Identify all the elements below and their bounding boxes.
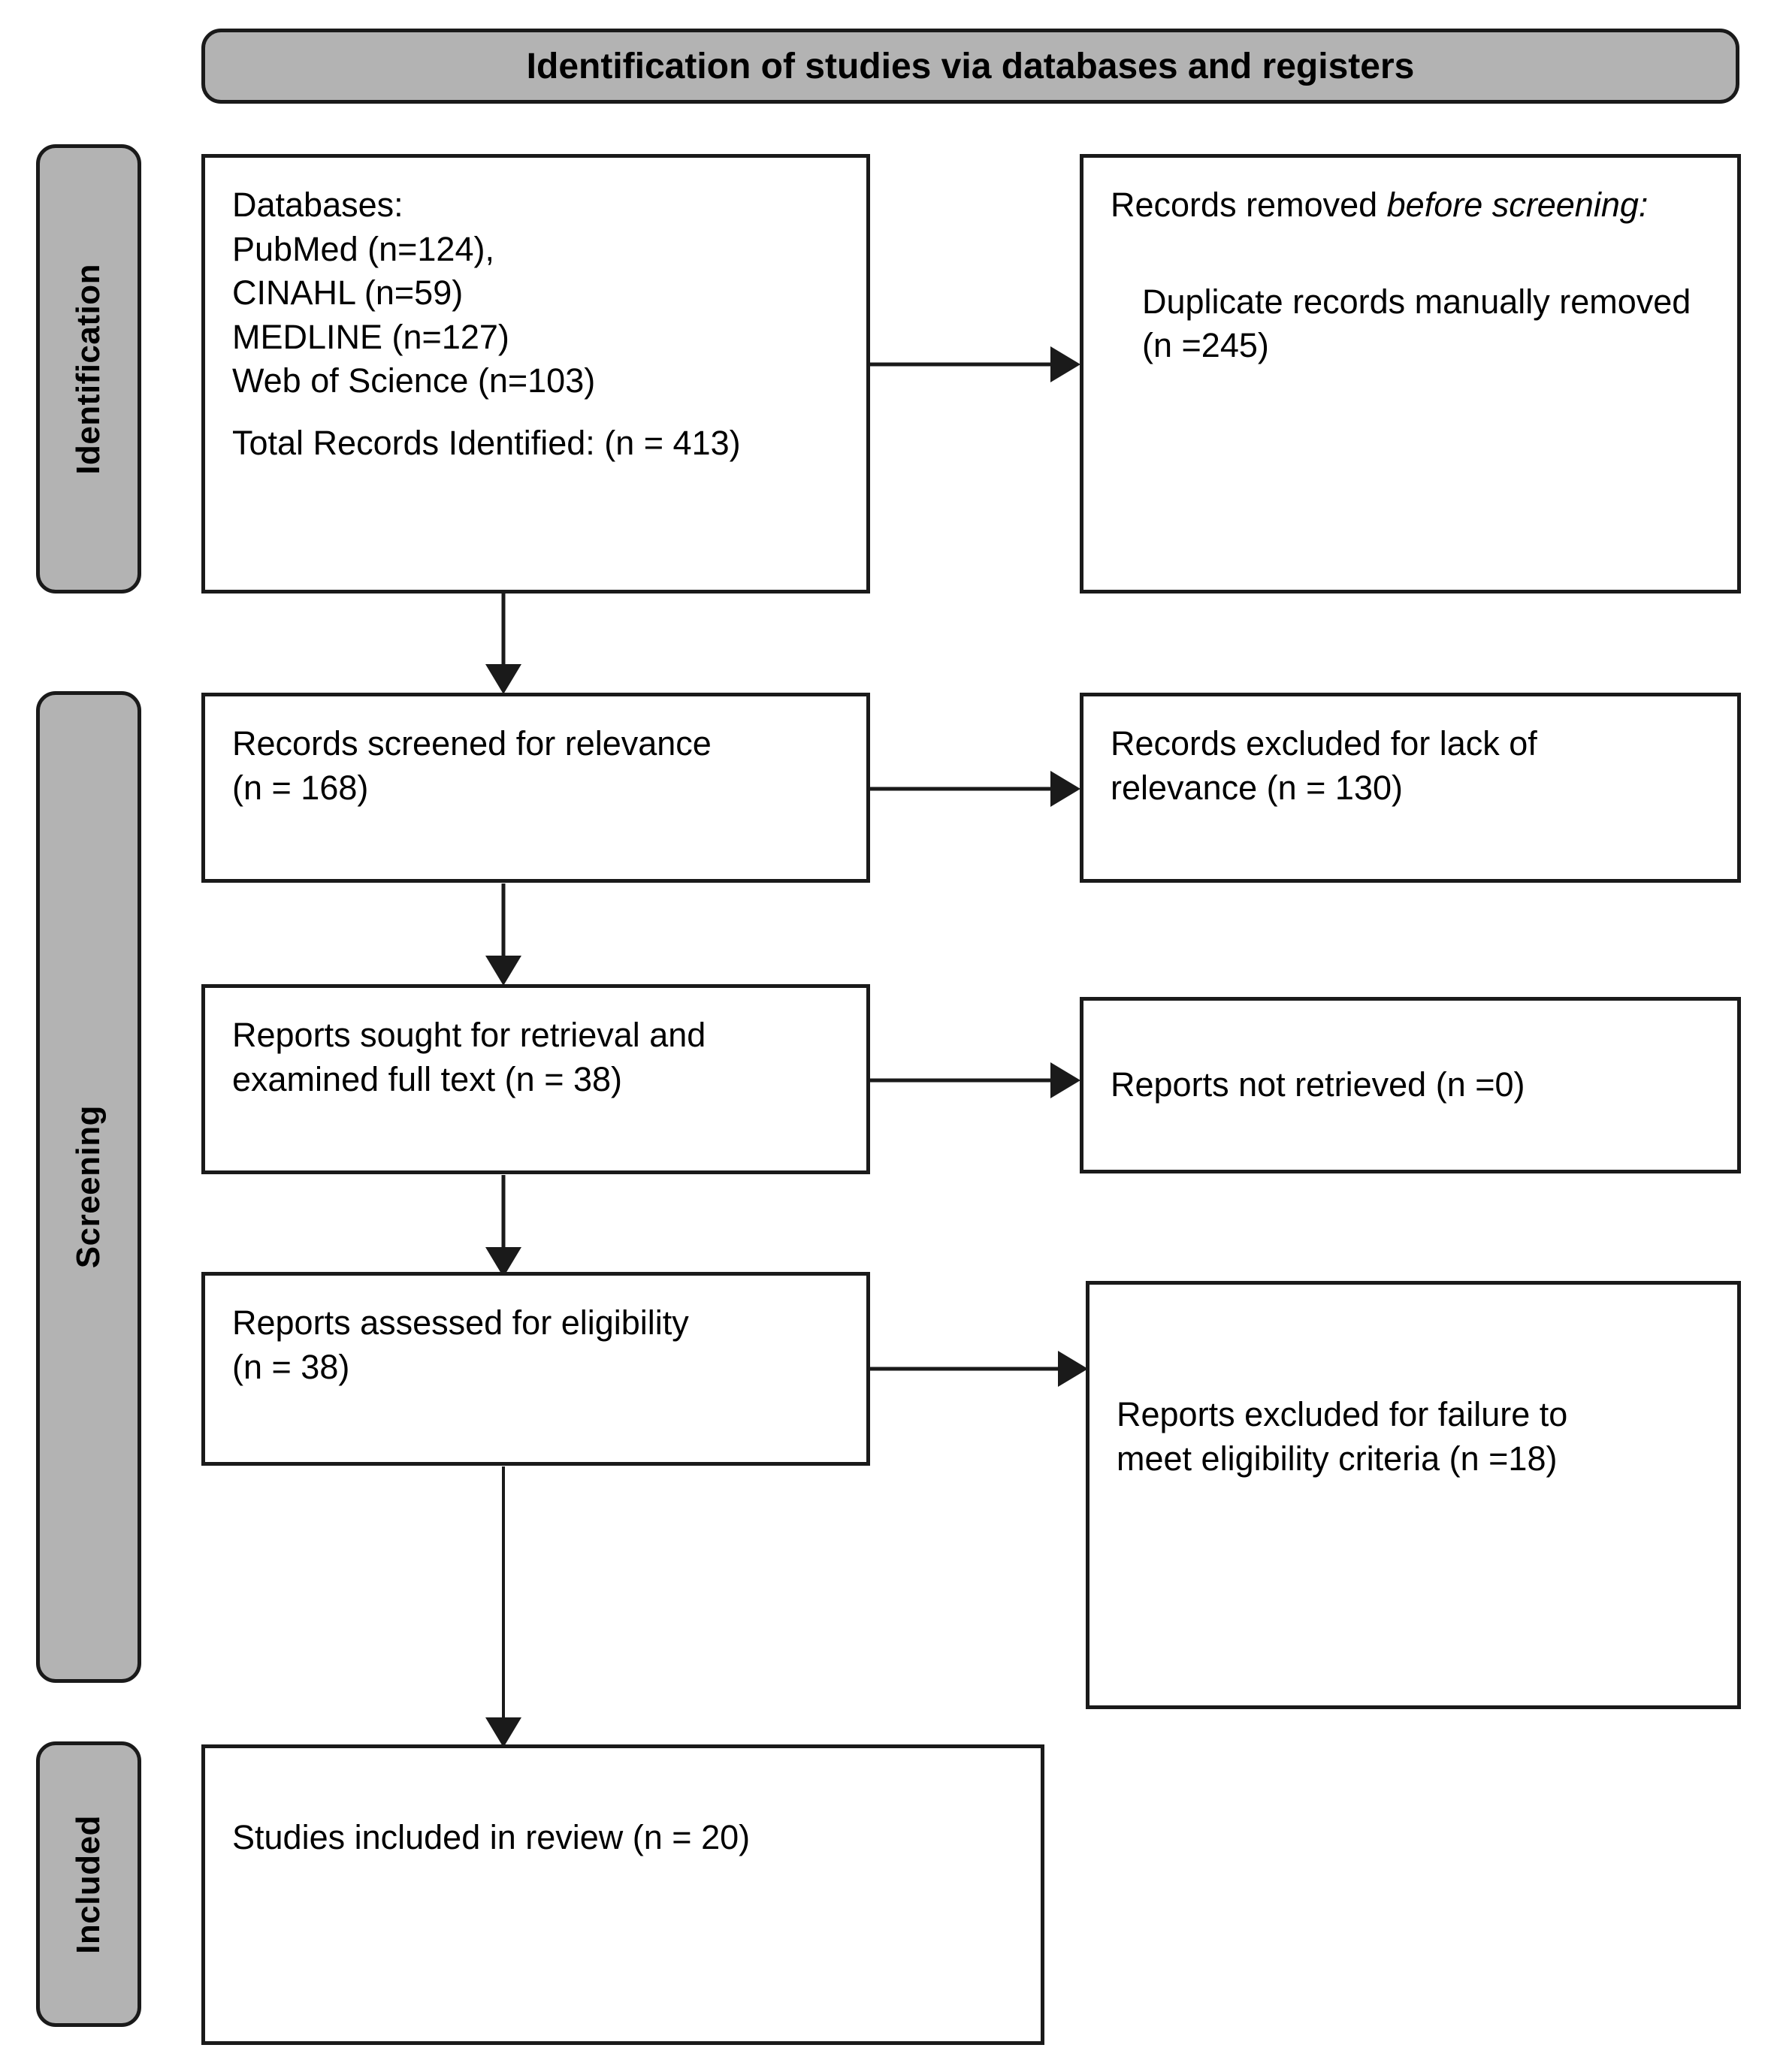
arrow-shaft	[870, 1078, 1058, 1083]
records-removed-heading-italic: before screening:	[1386, 186, 1649, 224]
records-identified-line1: Databases:	[232, 186, 403, 224]
arrow-identified-to-removed	[870, 342, 1080, 387]
box-records-excluded: Records excluded for lack of relevance (…	[1080, 693, 1741, 883]
box-reports-sought: Reports sought for retrieval and examine…	[201, 984, 870, 1174]
arrow-shaft	[502, 1466, 505, 1719]
arrow-head	[1058, 1351, 1088, 1387]
box-records-removed: Records removed before screening: Duplic…	[1080, 154, 1741, 594]
arrow-head	[1050, 346, 1080, 382]
arrow-shaft	[870, 787, 1058, 791]
records-identified-total: Total Records Identified: (n = 413)	[232, 423, 741, 462]
phase-bar-included: Included	[36, 1741, 141, 2027]
records-identified-line5: Web of Science (n=103)	[232, 361, 596, 400]
arrow-head	[485, 956, 521, 986]
arrow-shaft	[501, 1175, 506, 1250]
records-screened-text: Records screened for relevance (n = 168)	[232, 724, 712, 807]
arrow-sought-to-not-retrieved	[870, 1058, 1080, 1103]
diagram-banner: Identification of studies via databases …	[201, 29, 1739, 104]
arrow-head	[485, 664, 521, 694]
arrow-head	[1050, 1062, 1080, 1098]
box-records-screened: Records screened for relevance (n = 168)	[201, 693, 870, 883]
arrow-assessed-to-excluded-eligibility	[870, 1346, 1088, 1391]
reports-assessed-text: Reports assessed for eligibility (n = 38…	[232, 1303, 689, 1386]
records-removed-body: Duplicate records manually removed (n =2…	[1142, 282, 1691, 365]
phase-label-identification: Identification	[70, 263, 107, 475]
box-reports-assessed: Reports assessed for eligibility (n = 38…	[201, 1272, 870, 1466]
arrow-head	[1050, 771, 1080, 807]
arrow-shaft	[501, 592, 506, 667]
phase-bar-screening: Screening	[36, 691, 141, 1683]
reports-sought-text: Reports sought for retrieval and examine…	[232, 1016, 706, 1098]
arrow-assessed-to-included	[481, 1466, 526, 1747]
arrow-shaft	[870, 1367, 1065, 1371]
arrow-screened-to-excluded	[870, 766, 1080, 811]
studies-included-text: Studies included in review (n = 20)	[232, 1818, 751, 1856]
reports-not-retrieved-text: Reports not retrieved (n =0)	[1111, 1065, 1525, 1104]
records-excluded-text: Records excluded for lack of relevance (…	[1111, 724, 1537, 807]
banner-title: Identification of studies via databases …	[526, 46, 1415, 86]
arrow-sought-to-assessed	[481, 1175, 526, 1277]
reports-excluded-eligibility-text: Reports excluded for failure to meet eli…	[1117, 1395, 1568, 1478]
arrow-shaft	[870, 362, 1058, 367]
records-removed-heading-plain: Records removed	[1111, 186, 1387, 224]
phase-bar-identification: Identification	[36, 144, 141, 594]
box-reports-excluded-eligibility: Reports excluded for failure to meet eli…	[1086, 1281, 1741, 1709]
phase-label-included: Included	[70, 1814, 107, 1954]
records-identified-line3: CINAHL (n=59)	[232, 273, 464, 312]
arrow-shaft	[501, 883, 506, 959]
arrow-head	[485, 1717, 521, 1747]
arrow-screened-to-sought	[481, 883, 526, 986]
box-reports-not-retrieved: Reports not retrieved (n =0)	[1080, 997, 1741, 1173]
phase-label-screening: Screening	[70, 1105, 107, 1269]
box-records-identified: Databases: PubMed (n=124), CINAHL (n=59)…	[201, 154, 870, 594]
records-identified-line2: PubMed (n=124),	[232, 229, 494, 268]
records-removed-heading: Records removed before screening:	[1111, 183, 1710, 228]
box-studies-included: Studies included in review (n = 20)	[201, 1744, 1044, 2045]
arrow-identified-to-screened	[481, 592, 526, 694]
records-identified-line4: MEDLINE (n=127)	[232, 317, 509, 356]
